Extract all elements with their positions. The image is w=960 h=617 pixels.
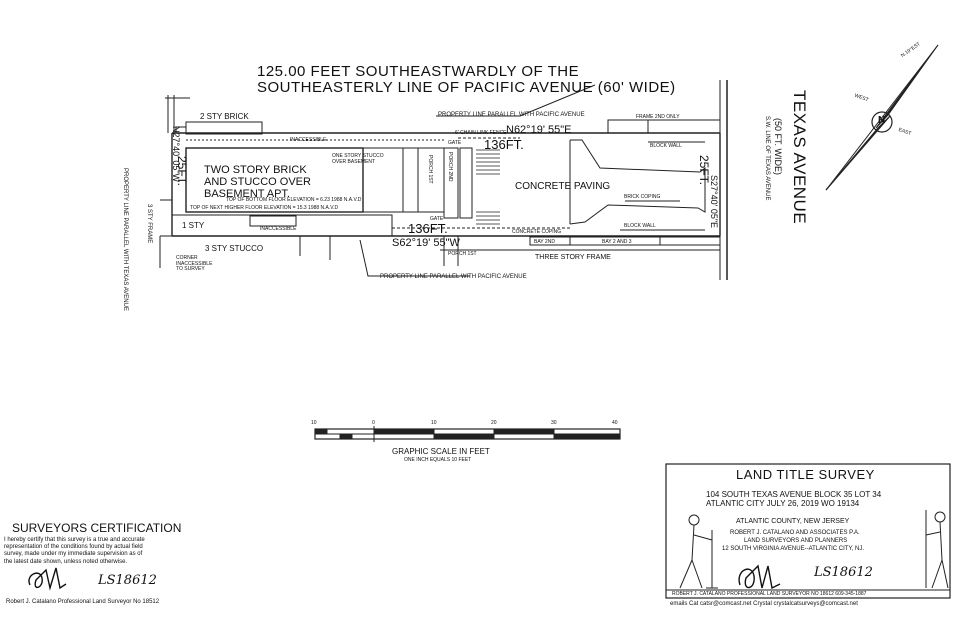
distance-top: 136FT. [484, 137, 524, 152]
elevation-bottom-floor: TOP OF BOTTOM FLOOR ELEVATION = 6.23 198… [226, 197, 362, 203]
certification-signature-ls: LS18612 [98, 573, 157, 588]
porch-2nd-label: PORCH 2ND [447, 152, 453, 182]
title-block-firm-sub: LAND SURVEYORS AND PLANNERS [744, 538, 848, 544]
three-sty-frame-label: 3 STY FRAME [146, 204, 152, 244]
title-block-firm: ROBERT J. CATALANO AND ASSOCIATES P.A. [730, 530, 860, 536]
distance-left: 25FT. [175, 156, 189, 187]
elevation-next-floor: TOP OF NEXT HIGHER FLOOR ELEVATION = 15.… [190, 205, 339, 211]
concrete-coping-label: CONCRETE COPING [512, 229, 562, 235]
texas-avenue-width: (50 FT. WIDE) [773, 118, 783, 176]
title-block-emails: emails Cat catsr@comcast.net Crystal cry… [670, 601, 858, 607]
inaccessible-top-label: INACCESSIBLE [290, 137, 327, 143]
two-sty-brick-label: 2 STY BRICK [200, 112, 249, 121]
distance-right: 25FT. [697, 155, 711, 186]
gate-top-label: GATE [448, 140, 462, 146]
block-wall-bottom-label: BLOCK WALL [624, 223, 656, 229]
one-story-stucco-label: ONE STORY STUCCO OVER BASEMENT [332, 153, 384, 165]
porch-1st-bottom-label: PORCH 1ST [448, 251, 477, 257]
property-line-left-label: PROPERTY LINE PARALLEL WITH TEXAS AVENUE [122, 168, 128, 311]
north-arrow-n: N [878, 115, 886, 126]
bearing-top: N62°19' 55"E [506, 124, 572, 136]
corner-note: CORNER INACCESSIBLE TO SURVEY [176, 255, 213, 272]
title-block-county: ATLANTIC COUNTY, NEW JERSEY [736, 518, 850, 525]
three-sty-stucco-label: 3 STY STUCCO [205, 244, 264, 253]
certification-text: I hereby certify that this survey is a t… [4, 537, 145, 565]
title-block-firm-address: 12 SOUTH VIRGINIA AVENUE--ATLANTIC CITY,… [722, 546, 865, 552]
scale-tick-20: 20 [491, 420, 497, 426]
scale-tick-40: 40 [612, 420, 618, 426]
title-block-title: LAND TITLE SURVEY [736, 467, 875, 482]
main-building-label: TWO STORY BRICK AND STUCCO OVER BASEMENT… [204, 164, 311, 201]
header-line1: 125.00 FEET SOUTHEASTWARDLY OF THE [257, 63, 580, 80]
bay-2nd-label: BAY 2ND [534, 239, 555, 245]
inaccessible-bottom-label: INACCESSIBLE [260, 226, 297, 232]
concrete-paving-label: CONCRETE PAVING [515, 181, 611, 192]
header-line2: SOUTHEASTERLY LINE OF PACIFIC AVENUE (60… [257, 79, 676, 96]
bay-2-3-label: BAY 2 AND 3 [602, 239, 632, 245]
title-block-address: 104 SOUTH TEXAS AVENUE BLOCK 35 LOT 34 [706, 490, 882, 499]
block-wall-top-label: BLOCK WALL [650, 143, 682, 149]
scale-tick-0: 0 [372, 420, 375, 426]
certification-footer: Robert J. Catalano Professional Land Sur… [6, 599, 160, 605]
scale-tick-10: 10 [431, 420, 437, 426]
one-sty-label: 1 STY [182, 221, 205, 230]
title-block-signature-ls: LS18612 [814, 565, 873, 580]
scale-tick-30: 30 [551, 420, 557, 426]
three-story-frame-label: THREE STORY FRAME [535, 254, 611, 261]
texas-avenue-sw-line: S.W. LINE OF TEXAS AVENUE [764, 116, 770, 201]
distance-bottom: 136FT. [408, 221, 448, 236]
title-block-footer: ROBERT J. CATALANO PROFESSIONAL LAND SUR… [672, 591, 867, 597]
texas-avenue-label: TEXAS AVENUE [790, 90, 809, 225]
frame-2nd-only-label: FRAME 2ND ONLY [636, 114, 680, 120]
bearing-bottom: S62°19' 55"W [392, 237, 460, 249]
property-line-bottom-label: PROPERTY LINE PARALLEL WITH PACIFIC AVEN… [380, 274, 527, 280]
certification-title: SURVEYORS CERTIFICATION [12, 521, 182, 535]
property-line-top-label: PROPERTY LINE PARALLEL WITH PACIFIC AVEN… [438, 112, 585, 118]
brick-coping-label: BRICK COPING [624, 194, 661, 200]
scale-subtitle: ONE INCH EQUALS 10 FEET [404, 457, 472, 463]
chain-link-fence-label: 6' CHAIN LINK FENCE [455, 130, 507, 136]
gate-bottom-label: GATE [430, 216, 444, 222]
scale-tick-neg10: 10 [311, 420, 317, 426]
title-block-city-date: ATLANTIC CITY JULY 26, 2019 WO 19134 [706, 499, 860, 508]
porch-1st-label: PORCH 1ST [427, 155, 433, 184]
scale-title: GRAPHIC SCALE IN FEET [392, 447, 490, 456]
